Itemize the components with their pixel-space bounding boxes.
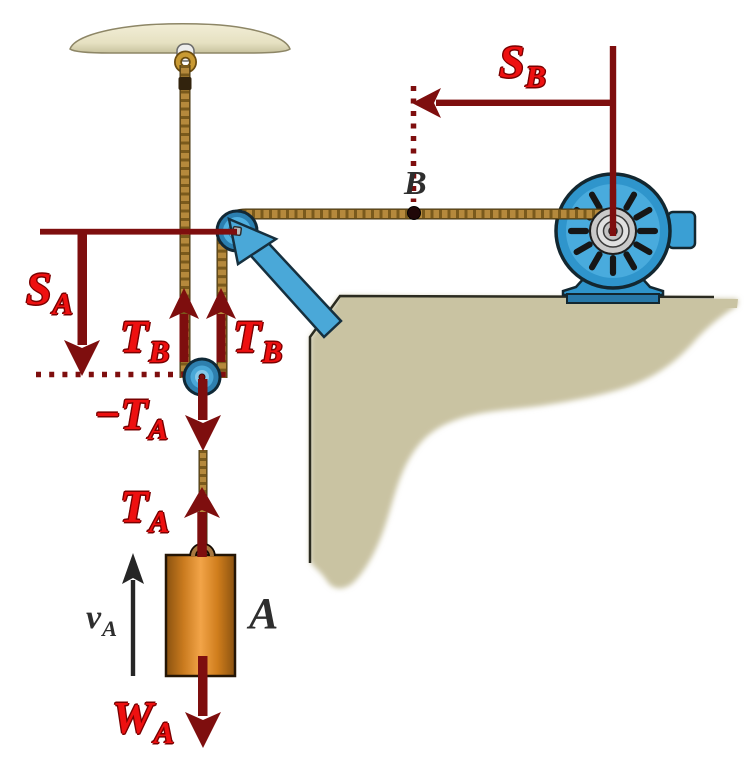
motor [554,172,697,304]
arrow-ta [184,487,220,557]
label-tb-left: TB [120,311,170,370]
label-block-a: A [249,589,279,638]
arrow-wa [185,656,221,748]
arrow-tb-left [169,288,199,362]
motor-mount-box [666,210,697,250]
arrow-neg-ta [185,379,221,451]
arrow-sb [412,88,614,118]
label-neg-ta: −TA [94,390,168,446]
label-sb: SB [499,36,546,95]
force-arrows [40,88,614,748]
wall-bracket [308,294,738,589]
arrow-sa [40,228,237,376]
label-ta: TA [120,481,170,540]
arrow-va [122,553,144,676]
arrow-tb-right [206,288,236,362]
label-va: vA [86,599,118,641]
point-b-dot [407,206,421,220]
label-tb-right: TB [233,311,283,370]
ceiling-mount [69,23,291,54]
label-sa: SA [26,263,73,322]
label-wa: WA [112,692,175,751]
rope-band [178,77,192,90]
sb-reference-line [609,46,617,236]
label-point-b: B [404,165,427,202]
motor-foot-plate [566,293,660,304]
